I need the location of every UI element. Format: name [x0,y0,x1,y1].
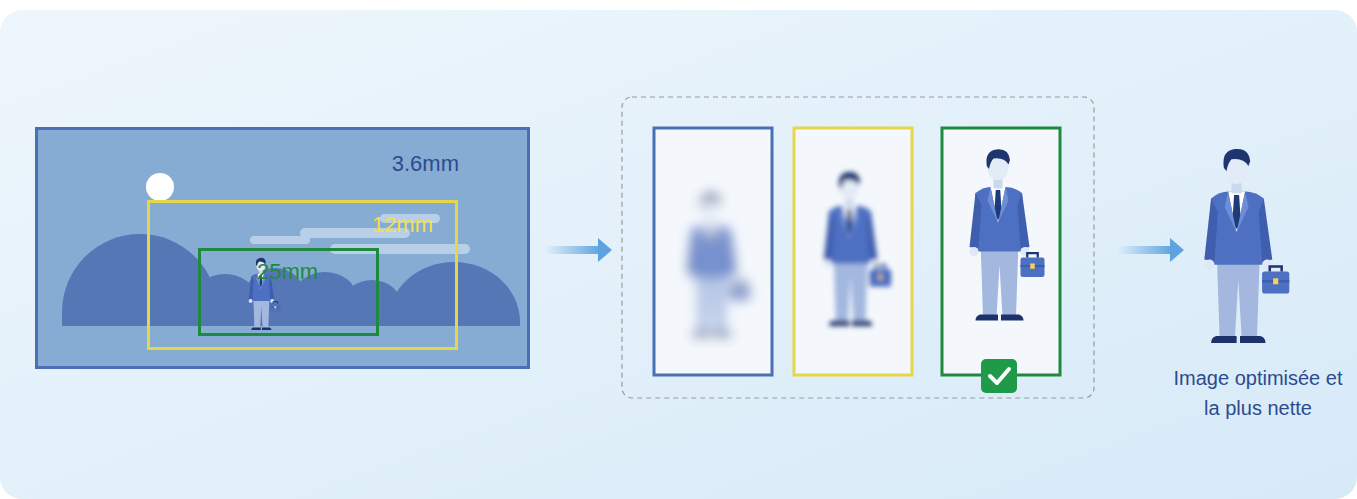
focal-length-label: 25mm [257,260,318,284]
check-badge [981,359,1017,393]
focal-length-frame: 12mm 25mm [147,200,458,350]
blurred-frame [654,128,772,375]
focal-length-label: 12mm [372,213,433,237]
result-caption: Image optimisée et la plus nette [1173,363,1343,423]
landscape-scene [35,127,530,369]
focal-length-frame: 3.6mm 12mm 25mm [35,127,530,369]
sharp-frame [942,128,1060,393]
blurred-frame [794,128,912,375]
result-person [1204,149,1289,343]
focal-length-label: 3.6mm [392,152,459,176]
focal-length-frame: 25mm [198,248,379,336]
flow-arrow [1117,238,1184,262]
flow-arrow [545,238,612,262]
comparison-group [622,97,1094,398]
